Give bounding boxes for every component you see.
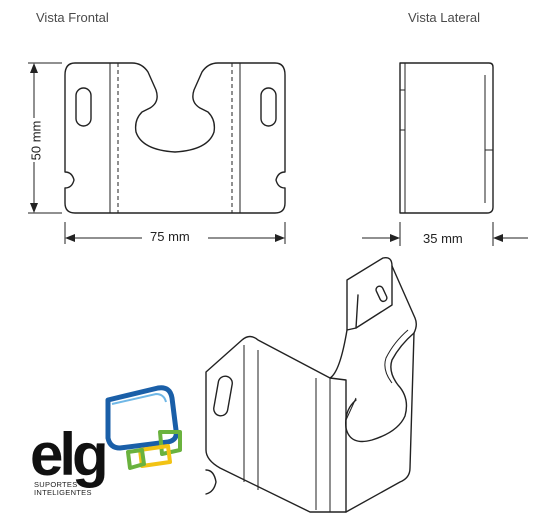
width-dimension [64,222,286,244]
front-view-title: Vista Frontal [36,10,109,25]
isometric-view [205,256,417,513]
elg-logo-mark [105,385,182,470]
height-dimension [28,62,62,214]
logo-tagline-1: SUPORTES [34,480,78,489]
depth-dimension [362,222,528,246]
height-dimension-label: 50 mm [28,120,44,161]
depth-dimension-label: 35 mm [423,231,463,246]
side-view-outline [399,62,494,214]
width-dimension-label: 75 mm [150,229,190,244]
side-view-title: Vista Lateral [408,10,481,25]
logo-tagline-2: INTELIGENTES [34,488,92,497]
logo-wordmark: elg [30,421,109,488]
front-view-outline [64,62,286,214]
